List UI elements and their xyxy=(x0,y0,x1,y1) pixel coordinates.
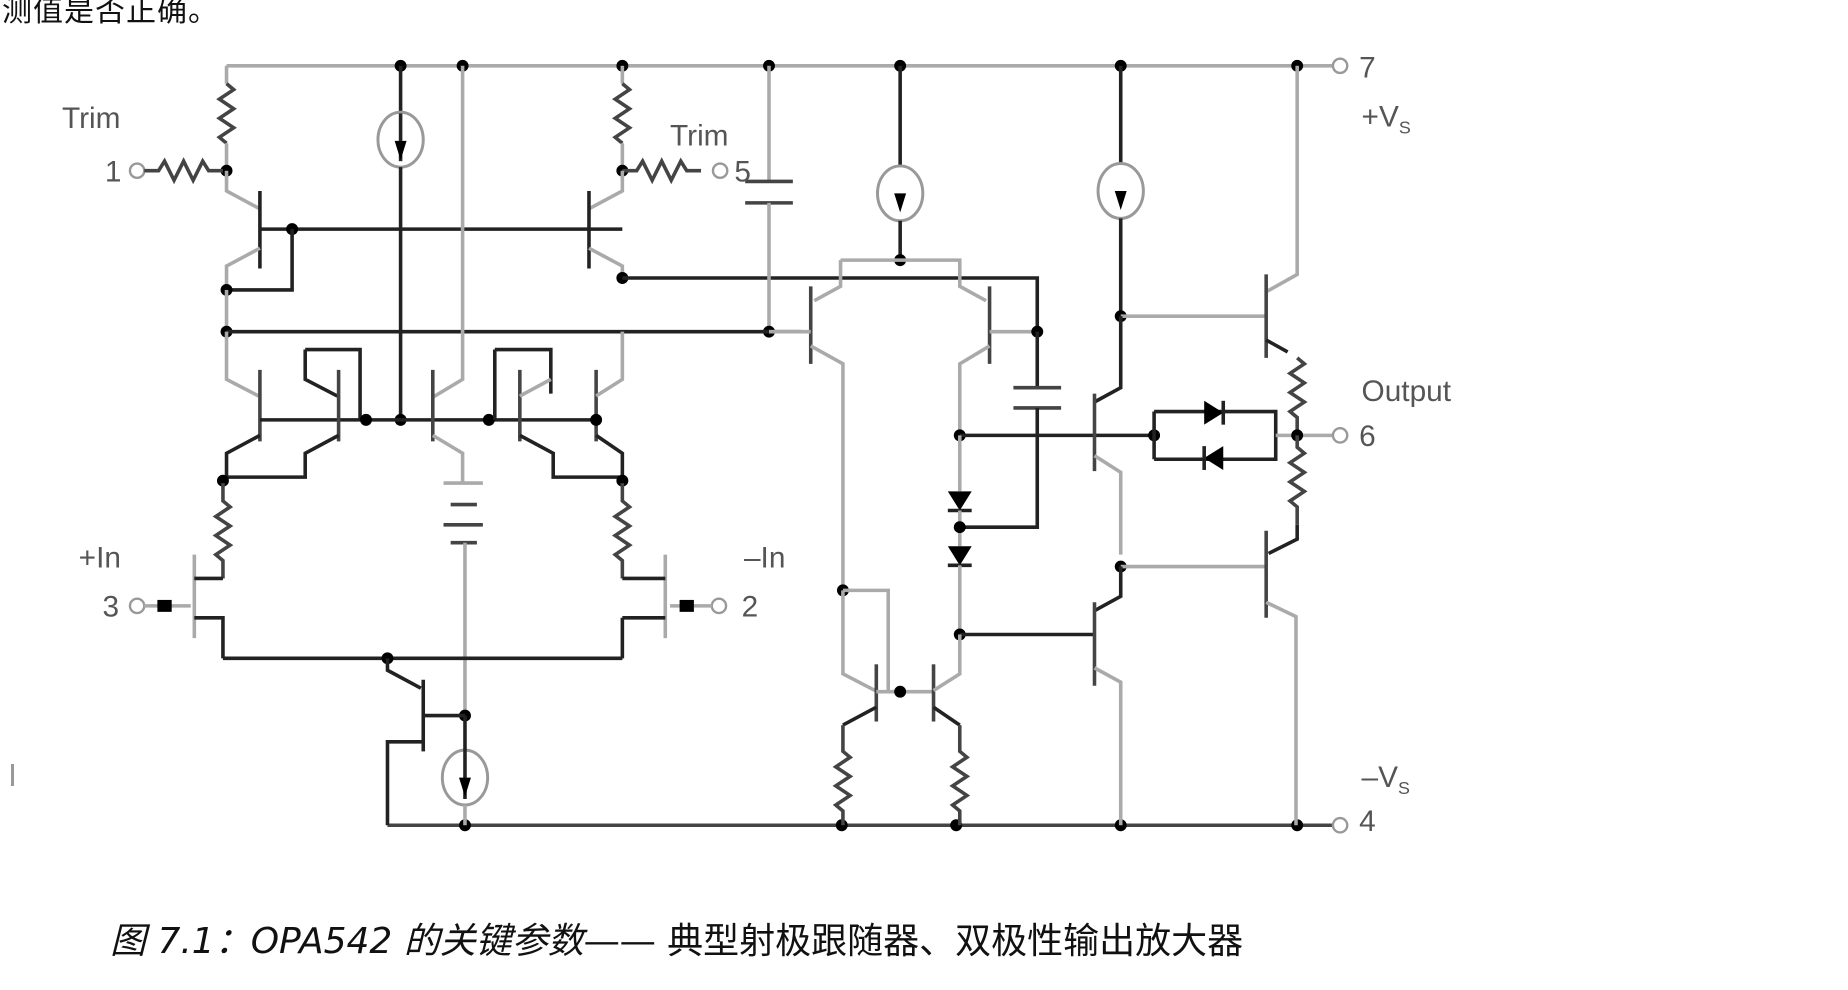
resistor-icon xyxy=(611,483,633,579)
pin-4-terminal xyxy=(1331,816,1349,834)
pin-4-label: 4 xyxy=(1359,805,1376,838)
cascode-stage xyxy=(216,331,629,487)
resistor-icon xyxy=(216,82,237,145)
caption-dash: —— xyxy=(583,921,656,962)
resistor-icon xyxy=(622,157,702,185)
pin-5-label: 5 xyxy=(734,155,751,188)
resistor-icon xyxy=(949,725,971,826)
minus-in-label: –In xyxy=(744,542,785,575)
positive-rail xyxy=(226,57,1349,75)
resistor-icon xyxy=(212,483,234,579)
pin-3-label: 3 xyxy=(103,591,120,624)
labels: Trim 1 Trim 5 7 +VS Output 6 +In 3 –In 2… xyxy=(62,52,1452,839)
pin-2-label: 2 xyxy=(742,591,759,624)
pin-5-terminal xyxy=(711,162,729,180)
top-text-fragment: 测值是否正确。 xyxy=(2,0,219,29)
caption-title: 图 7.1：OPA542 的关键参数 xyxy=(110,921,584,962)
negative-rail xyxy=(387,816,1349,834)
pin-7-label: 7 xyxy=(1359,52,1376,85)
diode-icon xyxy=(1204,446,1224,470)
output-label: Output xyxy=(1362,375,1452,408)
compensation-capacitor xyxy=(745,65,793,338)
pin-6-terminal xyxy=(1331,427,1349,444)
pin-1-terminal xyxy=(128,162,146,180)
wire xyxy=(431,65,465,399)
plus-vs-label: +VS xyxy=(1362,101,1411,138)
plus-in-label: +In xyxy=(79,542,121,575)
caption-description: 典型射极跟随器、双极性输出放大器 xyxy=(655,921,1244,962)
right-trim-network xyxy=(587,65,1040,332)
diode-icon xyxy=(1204,400,1224,425)
stray-mark xyxy=(11,764,14,786)
pin-2-terminal xyxy=(710,597,728,615)
resistor-icon xyxy=(1286,356,1308,436)
tail-current-source xyxy=(385,658,490,826)
pin-1-label: 1 xyxy=(105,155,122,188)
current-source-icon xyxy=(376,65,425,426)
second-stage xyxy=(769,65,1155,826)
left-trim-network xyxy=(128,65,623,338)
figure-caption: 图 7.1：OPA542 的关键参数—— 典型射极跟随器、双极性输出放大器 xyxy=(110,912,1243,964)
trim-right-label: Trim xyxy=(670,120,728,153)
resistor-icon xyxy=(832,725,854,826)
plus-input-jfet xyxy=(128,554,225,659)
battery-icon xyxy=(443,481,483,722)
output-stage xyxy=(1092,65,1349,826)
resistor-icon xyxy=(611,82,633,145)
pin-7-terminal xyxy=(1331,57,1349,75)
diode-icon xyxy=(947,546,972,566)
minus-vs-label: –VS xyxy=(1362,761,1410,798)
diode-icon xyxy=(947,491,972,511)
pin-3-terminal xyxy=(128,597,146,615)
minus-input-jfet xyxy=(620,554,728,659)
pin-6-label: 6 xyxy=(1359,420,1376,453)
resistor-icon xyxy=(144,157,223,185)
resistor-icon xyxy=(1286,435,1308,525)
trim-left-label: Trim xyxy=(62,102,120,135)
